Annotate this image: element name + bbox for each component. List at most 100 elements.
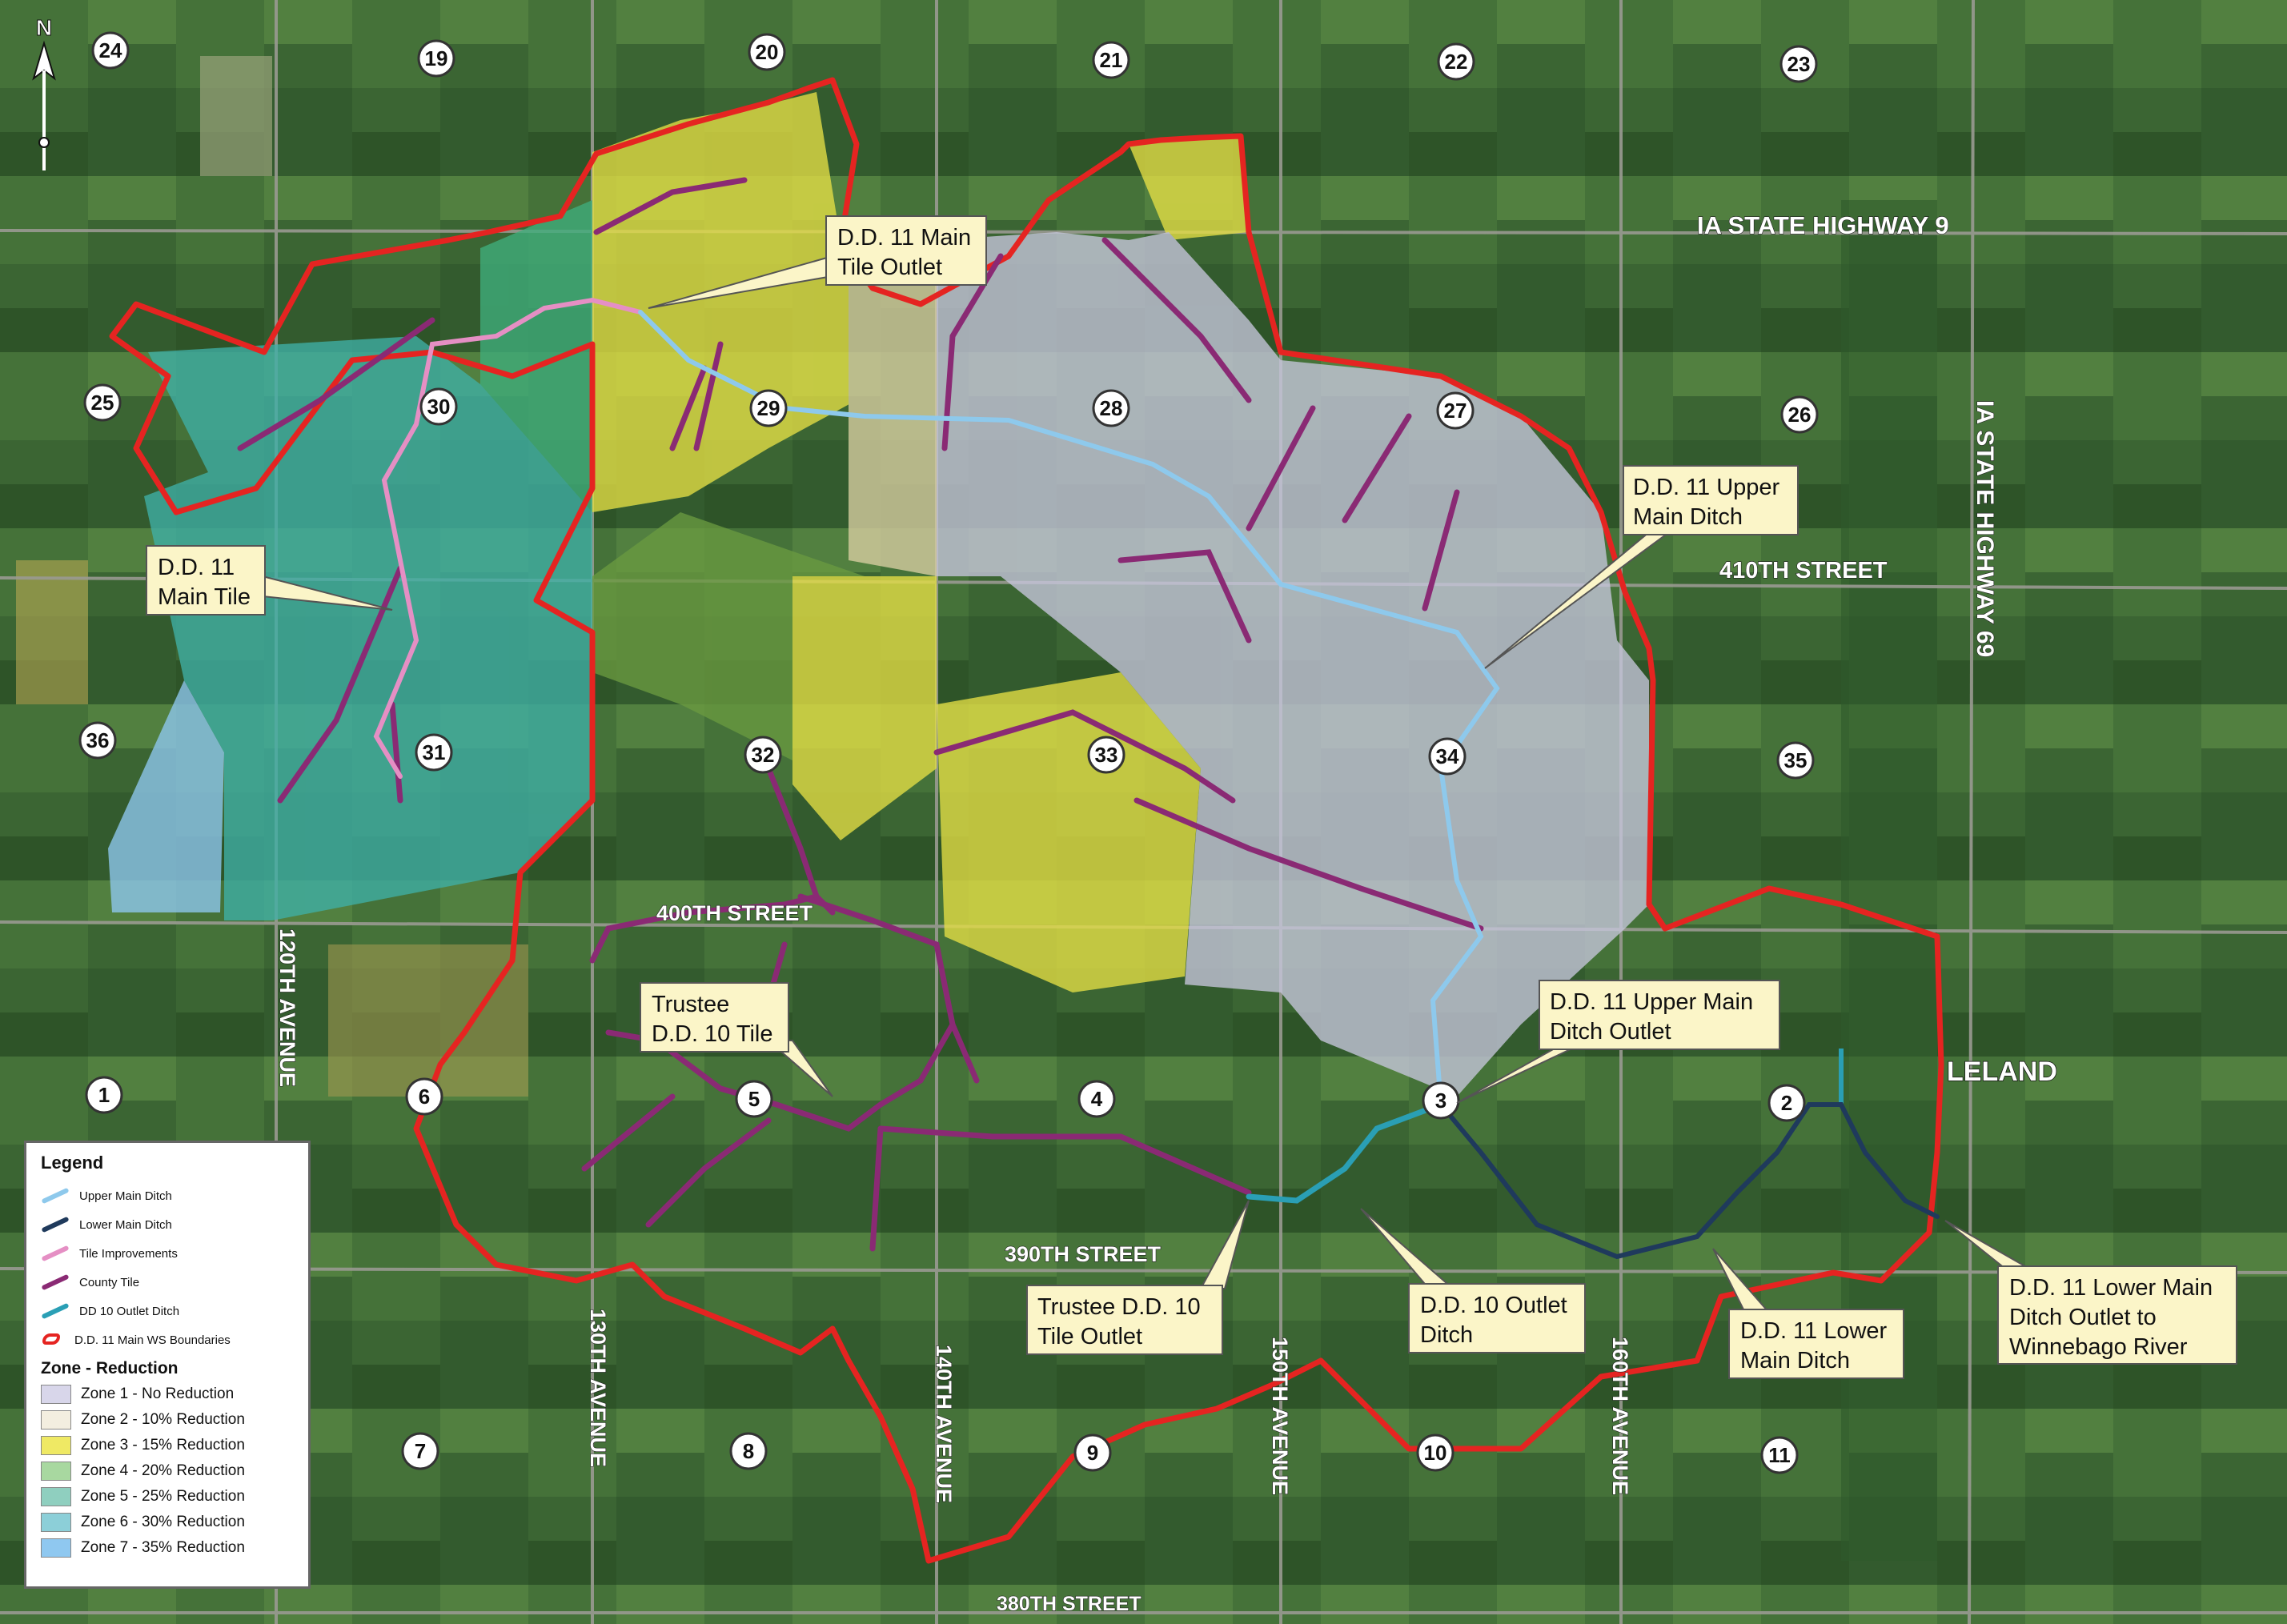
road-label-410th: 410TH STREET [1719, 558, 1888, 583]
callout-dd10-outlet: D.D. 10 Outlet Ditch [1360, 1208, 1586, 1353]
svg-text:30: 30 [427, 395, 451, 419]
section-marker: 5 [735, 1080, 773, 1118]
legend-zone: Zone 6 - 30% Reduction [41, 1510, 294, 1535]
section-marker: 22 [1437, 42, 1475, 81]
north-label: N [36, 15, 52, 40]
section-marker: 23 [1779, 45, 1818, 83]
section-marker: 6 [405, 1077, 443, 1116]
callout-trustee-outlet: Trustee D.D. 10 Tile Outlet [1026, 1200, 1250, 1355]
tile-improvement-line-icon [41, 1245, 70, 1262]
svg-text:Trustee: Trustee [652, 992, 729, 1017]
zone-swatch [41, 1538, 71, 1558]
section-marker: 24 [91, 31, 130, 70]
section-marker: 28 [1092, 389, 1130, 427]
zone-title: Zone - Reduction [41, 1359, 179, 1377]
road-label-150th: 150TH AVENUE [1268, 1337, 1292, 1495]
road-label-120th: 120TH AVENUE [275, 928, 299, 1087]
svg-text:1: 1 [98, 1083, 110, 1107]
section-marker: 21 [1092, 41, 1130, 79]
zone-7-area [108, 680, 224, 912]
legend-item: County Tile [41, 1268, 294, 1297]
county-tiles [237, 177, 1484, 1252]
svg-text:34: 34 [1436, 744, 1459, 768]
legend-zone: Zone 7 - 35% Reduction [41, 1535, 294, 1561]
section-marker: 36 [78, 721, 117, 760]
upper-main-ditch [638, 310, 1500, 1107]
section-marker: 29 [749, 389, 788, 427]
zone-3-area [592, 92, 937, 512]
callouts: D.D. 11 Main Tile Outlet D.D. 11 Main Ti… [146, 215, 2237, 1379]
section-markers: 24 19 20 21 22 23 25 30 29 28 27 26 36 3… [78, 31, 1819, 1474]
legend-item: D.D. 11 Main WS Boundaries [41, 1325, 294, 1354]
field-light-2 [16, 560, 88, 704]
road-label-400th: 400TH STREET [656, 901, 813, 925]
zone-swatch [41, 1513, 71, 1532]
road-label-hwy69: IA STATE HIGHWAY 69 [1972, 400, 1998, 657]
section-marker: 11 [1760, 1436, 1799, 1474]
svg-text:32: 32 [752, 743, 775, 767]
svg-text:Main Ditch: Main Ditch [1740, 1348, 1850, 1373]
svg-text:D.D. 11 Upper: D.D. 11 Upper [1633, 475, 1780, 500]
callout-main-tile: D.D. 11 Main Tile [146, 545, 393, 616]
section-marker: 31 [415, 733, 453, 772]
legend-zone: Zone 5 - 25% Reduction [41, 1484, 294, 1510]
callout-main-tile-outlet: D.D. 11 Main Tile Outlet [648, 215, 987, 309]
svg-text:D.D. 10 Outlet: D.D. 10 Outlet [1420, 1293, 1567, 1318]
boundary-icon [41, 1331, 65, 1349]
zone-overlays [108, 92, 1649, 1097]
main-tile-improvements [373, 297, 643, 779]
zone-1-area [937, 232, 1649, 1097]
section-marker: 4 [1077, 1080, 1116, 1118]
section-marker: 9 [1073, 1434, 1112, 1472]
section-marker: 34 [1428, 737, 1466, 776]
section-marker: 25 [83, 383, 122, 422]
svg-text:4: 4 [1091, 1087, 1103, 1111]
outlet-ditch-line-icon [41, 1302, 70, 1320]
svg-text:D.D. 11 Lower Main: D.D. 11 Lower Main [2009, 1275, 2213, 1301]
legend-item: Tile Improvements [41, 1239, 294, 1268]
callout-lower-main-ditch: D.D. 11 Lower Main Ditch [1712, 1248, 1904, 1379]
svg-text:22: 22 [1445, 50, 1468, 74]
svg-text:23: 23 [1787, 52, 1811, 76]
svg-text:25: 25 [91, 391, 114, 415]
section-marker: 30 [419, 387, 458, 426]
zone-3-area-b [1129, 136, 1249, 240]
svg-text:28: 28 [1100, 396, 1123, 420]
svg-text:26: 26 [1788, 403, 1812, 427]
dd10-outlet-ditch [1246, 1101, 1444, 1204]
zone-3-area-d [937, 672, 1201, 992]
section-marker: 20 [748, 33, 786, 71]
svg-text:Main Ditch: Main Ditch [1633, 504, 1743, 530]
svg-text:2: 2 [1781, 1091, 1792, 1115]
svg-text:19: 19 [425, 46, 448, 70]
zone-swatch [41, 1462, 71, 1481]
section-marker: 10 [1416, 1434, 1454, 1472]
svg-text:Ditch Outlet to: Ditch Outlet to [2009, 1305, 2157, 1330]
svg-text:21: 21 [1100, 48, 1123, 72]
svg-text:33: 33 [1095, 743, 1118, 767]
legend-zone: Zone 3 - 15% Reduction [41, 1433, 294, 1458]
zone-swatch [41, 1487, 71, 1506]
svg-text:D.D. 11: D.D. 11 [158, 555, 235, 580]
svg-text:D.D. 11 Lower: D.D. 11 Lower [1740, 1318, 1888, 1344]
callout-upper-main-ditch: D.D. 11 Upper Main Ditch [1484, 465, 1799, 669]
zone-swatch [41, 1410, 71, 1430]
svg-text:Ditch Outlet: Ditch Outlet [1550, 1019, 1671, 1045]
north-arrow: N [24, 14, 64, 182]
section-marker: 8 [729, 1432, 768, 1470]
svg-text:Main Tile: Main Tile [158, 584, 251, 610]
callout-trustee-tile: Trustee D.D. 10 Tile [640, 982, 833, 1097]
section-marker: 3 [1422, 1081, 1460, 1120]
svg-text:6: 6 [419, 1085, 430, 1109]
legend-item: Lower Main Ditch [41, 1210, 294, 1239]
svg-text:20: 20 [756, 40, 779, 64]
svg-text:27: 27 [1444, 399, 1467, 423]
county-tile-line-icon [41, 1273, 70, 1291]
town-label-leland: LELAND [1947, 1057, 2057, 1087]
road-label-160th: 160TH AVENUE [1608, 1337, 1632, 1495]
road-label-130th: 130TH AVENUE [586, 1309, 610, 1467]
svg-text:10: 10 [1424, 1441, 1447, 1465]
svg-text:36: 36 [86, 728, 110, 752]
road-label-hwy9: IA STATE HIGHWAY 9 [1697, 211, 1949, 239]
